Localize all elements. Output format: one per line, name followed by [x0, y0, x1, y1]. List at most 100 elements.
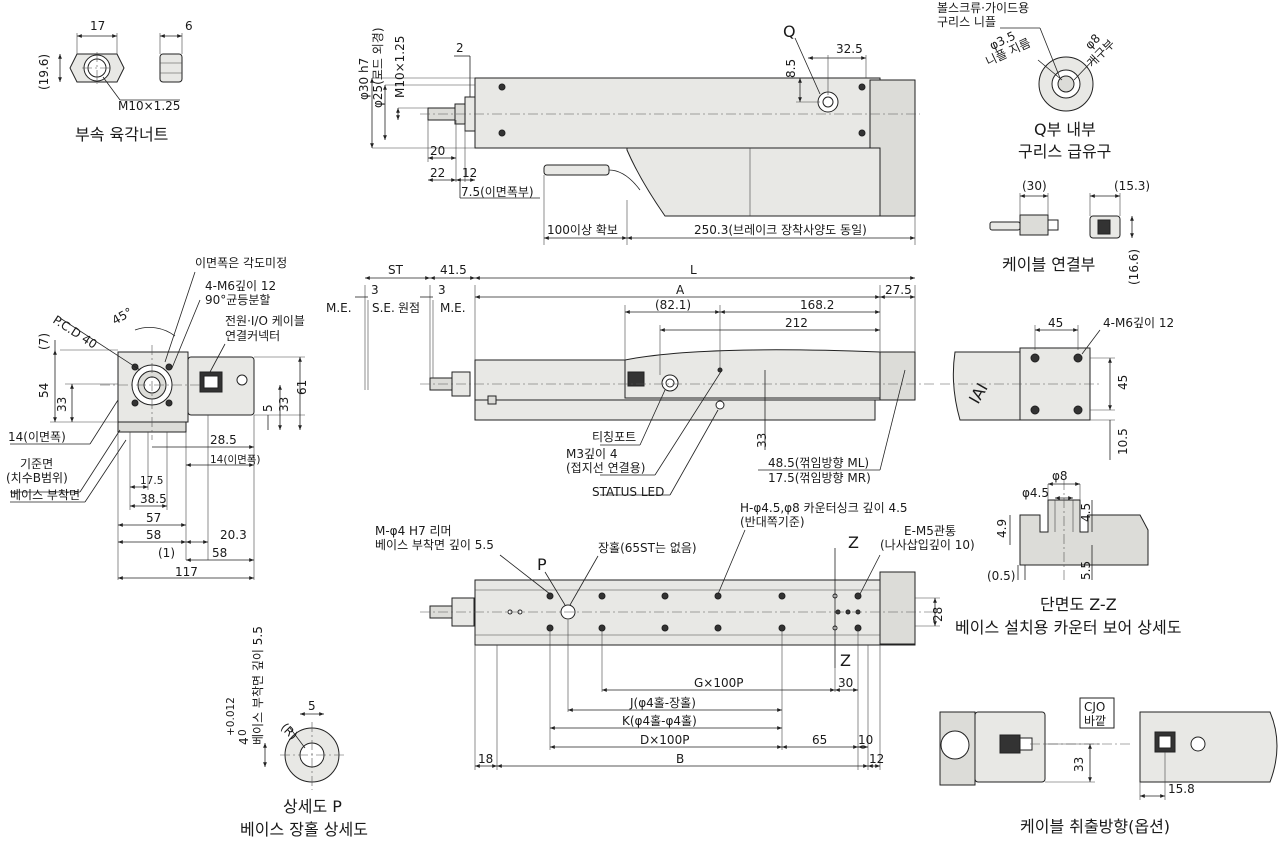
cable-166-label: (16.6): [1127, 249, 1141, 285]
cjo-33-label: 33: [1072, 757, 1086, 772]
mid-origin-label: 원점: [398, 301, 420, 315]
bot-h2-label: (반대쪽기준): [740, 515, 805, 529]
cable-30-label: (30): [1022, 179, 1047, 193]
mid-me-label: M.E.: [326, 301, 352, 315]
nut-width-label: 17: [90, 19, 105, 33]
top-85-label: 8.5: [784, 59, 798, 78]
end-pcd-label: P.C.D 40: [50, 313, 99, 352]
end-117-label: 117: [175, 565, 198, 579]
bot-12-label: 12: [869, 752, 884, 766]
cjo-2-label: 바깥: [1084, 714, 1106, 728]
bot-30-label: 30: [838, 676, 853, 690]
bot-28-label: 28: [931, 607, 945, 622]
mid-led-label: STATUS LED: [592, 485, 664, 499]
mid-tipping-label: 티칭포트: [592, 430, 636, 444]
top-20-label: 20: [430, 144, 445, 158]
base-body: [474, 579, 916, 646]
zz-phi8-label: φ8: [1052, 469, 1068, 483]
end-54-label: 54: [37, 383, 51, 398]
top-2-label: 2: [456, 41, 464, 55]
bot-j-label: J(φ4홀-장홀): [629, 696, 696, 710]
flange-m6-label: 4-M6깊이 12: [1103, 316, 1174, 330]
bot-65-label: 65: [812, 733, 827, 747]
end-conn1-label: 전원·I/O 케이블: [225, 314, 305, 328]
cable-title: 케이블 연결부: [1002, 255, 1095, 274]
end-m6-label: 4-M6깊이 12: [205, 279, 276, 293]
mid-275-label: 27.5: [885, 283, 912, 297]
end-203-label: 20.3: [220, 528, 247, 542]
end-57-label: 57: [146, 511, 161, 525]
cable-153-label: (15.3): [1114, 179, 1150, 193]
bot-z1-label: Z: [848, 533, 859, 552]
cable-connector-detail: (30) (15.3) (16.6) 케이블 연결부: [989, 179, 1150, 285]
mid-33-label: 33: [755, 433, 769, 448]
top-m10-label: M10×1.25: [393, 36, 407, 98]
end-angle-label: 이면폭은 각도미정: [195, 256, 287, 270]
mid-me2-label: M.E.: [440, 301, 466, 315]
end-58b-label: 58: [212, 546, 227, 560]
mid-175-label: 17.5(꺾임방향 MR): [768, 471, 871, 485]
p-tol-sup-label: +0.012: [225, 697, 237, 736]
bot-slot-label: 장홀(65ST는 없음): [598, 541, 697, 555]
bot-h-label: H-φ4.5,φ8 카운터싱크 깊이 4.5: [740, 501, 908, 515]
end-285-label: 28.5: [210, 433, 237, 447]
section-zz: φ8 φ4.5 4.9 4.5 (0.5) 5.5 단면도 Z-Z 베이스 설치…: [955, 469, 1181, 637]
flange-detail: 45 4-M6깊이 12 45 10.5 IAI: [940, 316, 1174, 460]
cjo-1-label: CJO: [1084, 700, 1105, 714]
p-title2: 베이스 장홀 상세도: [240, 820, 368, 839]
end-175-label: 17.5: [140, 475, 163, 487]
p-tol-sub-label: 0: [237, 729, 249, 736]
bot-18-label: 18: [478, 752, 493, 766]
end-view: 이면폭은 각도미정 4-M6깊이 12 90°균등분할 45° P.C.D 40…: [6, 256, 309, 580]
bot-e1-label: E-M5관통: [904, 524, 956, 538]
mid-base: [474, 399, 876, 421]
zz-title2: 베이스 설치용 카운터 보어 상세도: [955, 618, 1181, 637]
mid-415-label: 41.5: [440, 263, 467, 277]
detail-p: 5 (R) 베이스 부착면 깊이 5.5 4 +0.012 0 상세도 P 베이…: [225, 626, 368, 839]
flange-105-label: 10.5: [1116, 428, 1130, 455]
bot-p-label: P: [537, 555, 547, 574]
mid-m3a-label: M3깊이 4: [566, 447, 618, 461]
mid-m3b-label: (접지선 연결용): [566, 461, 645, 475]
end-58a-label: 58: [146, 528, 161, 542]
nut-height-label: (19.6): [37, 54, 51, 90]
zz-section: [1019, 499, 1149, 566]
end-45-label: 45°: [110, 305, 135, 328]
nut-thread-label: M10×1.25: [118, 99, 180, 113]
mid-a-label: A: [676, 283, 685, 297]
p-5-label: 5: [308, 699, 316, 713]
bot-10-label: 10: [858, 733, 873, 747]
mid-3a-label: 3: [371, 283, 379, 297]
end-conn2-label: 연결커넥터: [225, 329, 280, 343]
bot-b-label: B: [676, 752, 684, 766]
end-14b-label: 14(이면폭): [210, 454, 261, 466]
zz-45-label: 4.5: [1079, 503, 1093, 522]
mid-485-label: 48.5(꺾임방향 ML): [768, 456, 869, 470]
brake-housing: [626, 147, 881, 217]
q-title1: Q부 내부: [1034, 120, 1096, 139]
p-depth-label: 베이스 부착면 깊이 5.5: [251, 626, 265, 745]
flange-45b-label: 45: [1116, 375, 1130, 390]
bottom-view: H-φ4.5,φ8 카운터싱크 깊이 4.5 (반대쪽기준) M-φ4 H7 리…: [375, 501, 975, 770]
mid-1682-label: 168.2: [800, 298, 834, 312]
bot-z2-label: Z: [840, 651, 851, 670]
bot-m1-label: M-φ4 H7 리머: [375, 524, 452, 538]
top-325-label: 32.5: [836, 42, 863, 56]
bot-m2-label: 베이스 부착면 깊이 5.5: [375, 538, 494, 552]
top-2503-label: 250.3(브레이크 장착사양도 동일): [694, 223, 867, 237]
mid-3b-label: 3: [438, 283, 446, 297]
zz-55-label: 5.5: [1079, 561, 1093, 580]
cjo-title: 케이블 취출방향(옵션): [1020, 817, 1170, 836]
hex-nut-side: [159, 53, 183, 83]
top-phi30-label: φ30 h7: [357, 58, 371, 100]
zz-phi45-label: φ4.5: [1022, 486, 1049, 500]
mid-l-label: L: [690, 263, 697, 277]
nut-title: 부속 육각너트: [75, 125, 168, 144]
cable-exit-option: CJO 바깥 33 15.8 케이블 취출방향(옵션): [939, 697, 1278, 836]
bot-k-label: K(φ4홀-φ4홀): [622, 714, 697, 728]
mid-st-label: ST: [388, 263, 404, 277]
cjo-158-label: 15.8: [1168, 782, 1195, 796]
actuator-body-top: [474, 77, 881, 149]
